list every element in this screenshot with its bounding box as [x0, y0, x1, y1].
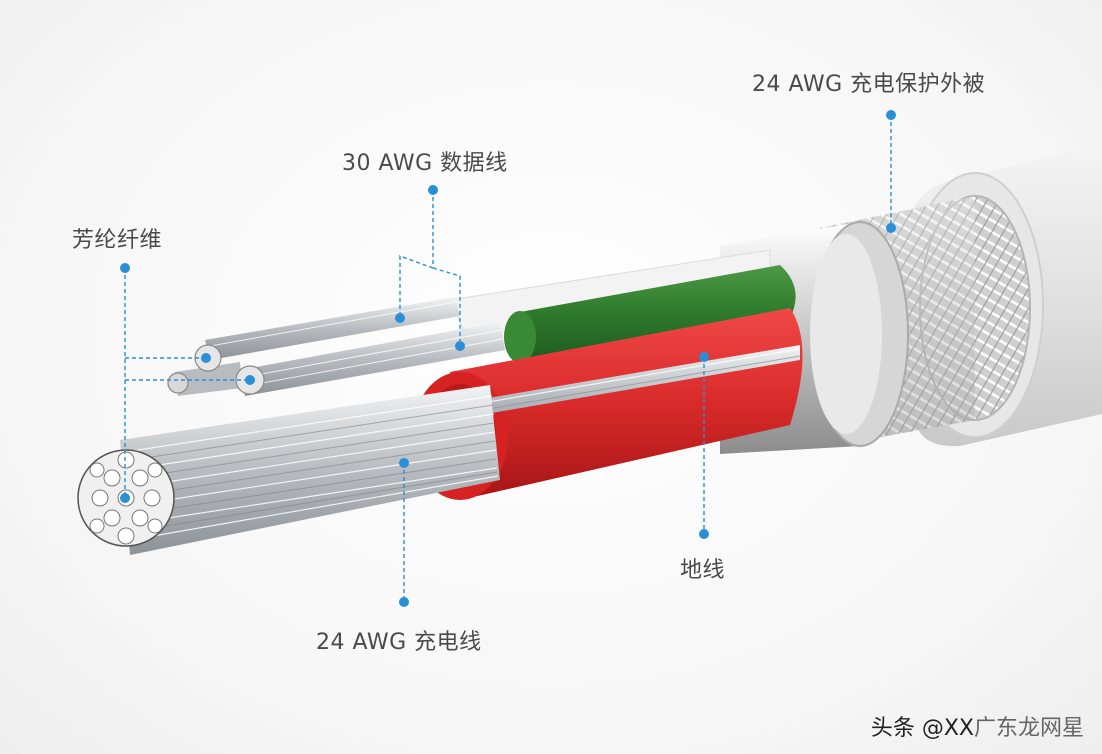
ground-bottom-dot: [699, 529, 709, 539]
data-wire-pin-dot-2: [455, 341, 465, 351]
callout-dots: [120, 110, 896, 607]
data-wire-callout-line: [399, 190, 461, 346]
aramid-label: 芳纶纤维: [72, 228, 163, 253]
callout-lines: [124, 115, 892, 602]
aramid-pin-dot-3: [120, 493, 130, 503]
ground-pin-dot: [699, 352, 709, 362]
green-wire: [504, 265, 796, 363]
data-wire-top-dot: [428, 185, 438, 195]
aramid-pin-dot-2: [245, 375, 255, 385]
data-wire-label: 30 AWG 数据线: [342, 151, 508, 176]
jacket-label: 24 AWG 充电保护外被: [752, 72, 986, 97]
jacket-pin-dot: [886, 223, 896, 233]
charge-wire-pin-dot: [399, 458, 409, 468]
watermark-overlay: 广东龙网星: [973, 716, 1084, 741]
aramid-callout-line: [124, 268, 250, 498]
ground-label: 地线: [680, 558, 726, 583]
aramid-top-dot: [120, 263, 130, 273]
data-wire-pin-dot-1: [395, 313, 405, 323]
data-wire-strands: [167, 297, 505, 396]
watermark-text: 头条 @XX: [870, 716, 974, 741]
charge-wire-label: 24 AWG 充电线: [316, 630, 482, 655]
aramid-pin-dot-1: [201, 353, 211, 363]
charge-wire-bottom-dot: [399, 597, 409, 607]
jacket-top-dot: [886, 110, 896, 120]
watermark: 头条 @XX广东龙网星: [871, 710, 1084, 742]
charge-wire-bundle: [77, 385, 500, 555]
